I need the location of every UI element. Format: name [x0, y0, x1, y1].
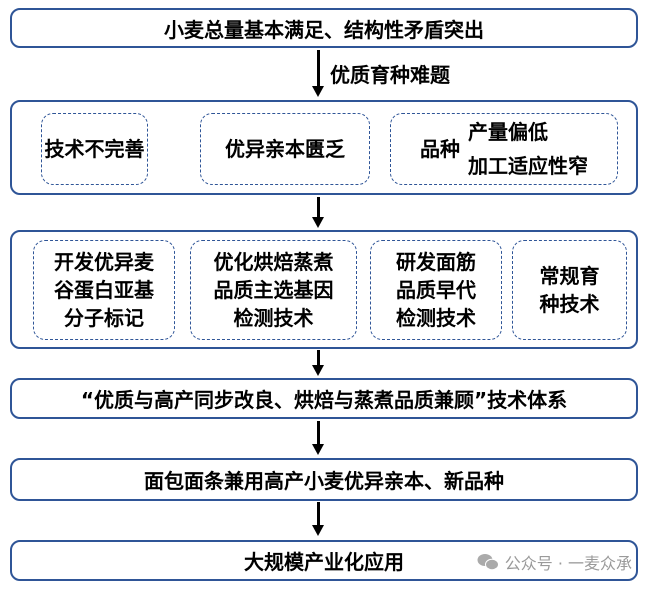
tech-2-line3: 检测技术: [233, 306, 314, 330]
tech-2-line2: 品质主选基因: [213, 278, 334, 302]
final-box: 大规模产业化应用: [10, 540, 638, 581]
watermark-text: 公众号 · 一麦众承: [504, 554, 632, 573]
problem-2-text: 优异亲本匮乏: [225, 137, 345, 161]
tech-4-line1: 常规育: [539, 264, 600, 288]
tech-1: 开发优异麦谷蛋白亚基分子标记: [33, 240, 175, 340]
problems-box: [10, 100, 638, 195]
tech-1-line1: 开发优异麦: [54, 250, 154, 274]
tech-2: 优化烘焙蒸煮品质主选基因检测技术: [190, 240, 357, 340]
techs-box: [10, 230, 638, 349]
top-box: 小麦总量基本满足、结构性矛盾突出: [10, 8, 638, 48]
problem-1: 技术不完善: [41, 113, 148, 185]
tech-3-line2: 品质早代: [396, 278, 476, 302]
tech-4: 常规育种技术: [512, 240, 627, 340]
final-text: 大规模产业化应用: [244, 550, 404, 574]
result-text: 面包面条兼用高产小麦优异亲本、新品种: [144, 469, 504, 493]
result-box: 面包面条兼用高产小麦优异亲本、新品种: [10, 458, 638, 501]
arrow-4: [312, 421, 324, 455]
tech-1-line2: 谷蛋白亚基: [54, 278, 154, 302]
watermark: 公众号 · 一麦众承: [477, 550, 632, 574]
problem-2: 优异亲本匮乏: [200, 113, 370, 185]
arrow-2: [312, 197, 324, 228]
problem-3-line2: 加工适应性窄: [468, 154, 588, 178]
problem-3-prefix: 品种: [420, 137, 460, 161]
tech-1-line3: 分子标记: [64, 306, 144, 330]
tech-3-line1: 研发面筋: [396, 250, 476, 274]
arrow-1: [312, 50, 324, 97]
tech-3: 研发面筋品质早代检测技术: [370, 240, 502, 340]
top-text: 小麦总量基本满足、结构性矛盾突出: [164, 17, 484, 42]
arrow-3: [312, 350, 324, 376]
tech-2-line1: 优化烘焙蒸煮: [213, 250, 334, 274]
arrow-1-label: 优质育种难题: [330, 63, 450, 87]
arrow-5: [312, 502, 324, 536]
problem-3-line1: 产量偏低: [468, 120, 548, 144]
system-text: “优质与高产同步改良、烘焙与蒸煮品质兼顾”技术体系: [80, 388, 568, 412]
problem-1-text: 技术不完善: [44, 137, 145, 161]
tech-3-line3: 检测技术: [396, 306, 476, 330]
wechat-icon: [477, 554, 499, 571]
tech-4-line2: 种技术: [539, 292, 600, 316]
system-box: “优质与高产同步改良、烘焙与蒸煮品质兼顾”技术体系: [10, 378, 638, 419]
problem-3: 品种 产量偏低加工适应性窄: [390, 113, 618, 185]
